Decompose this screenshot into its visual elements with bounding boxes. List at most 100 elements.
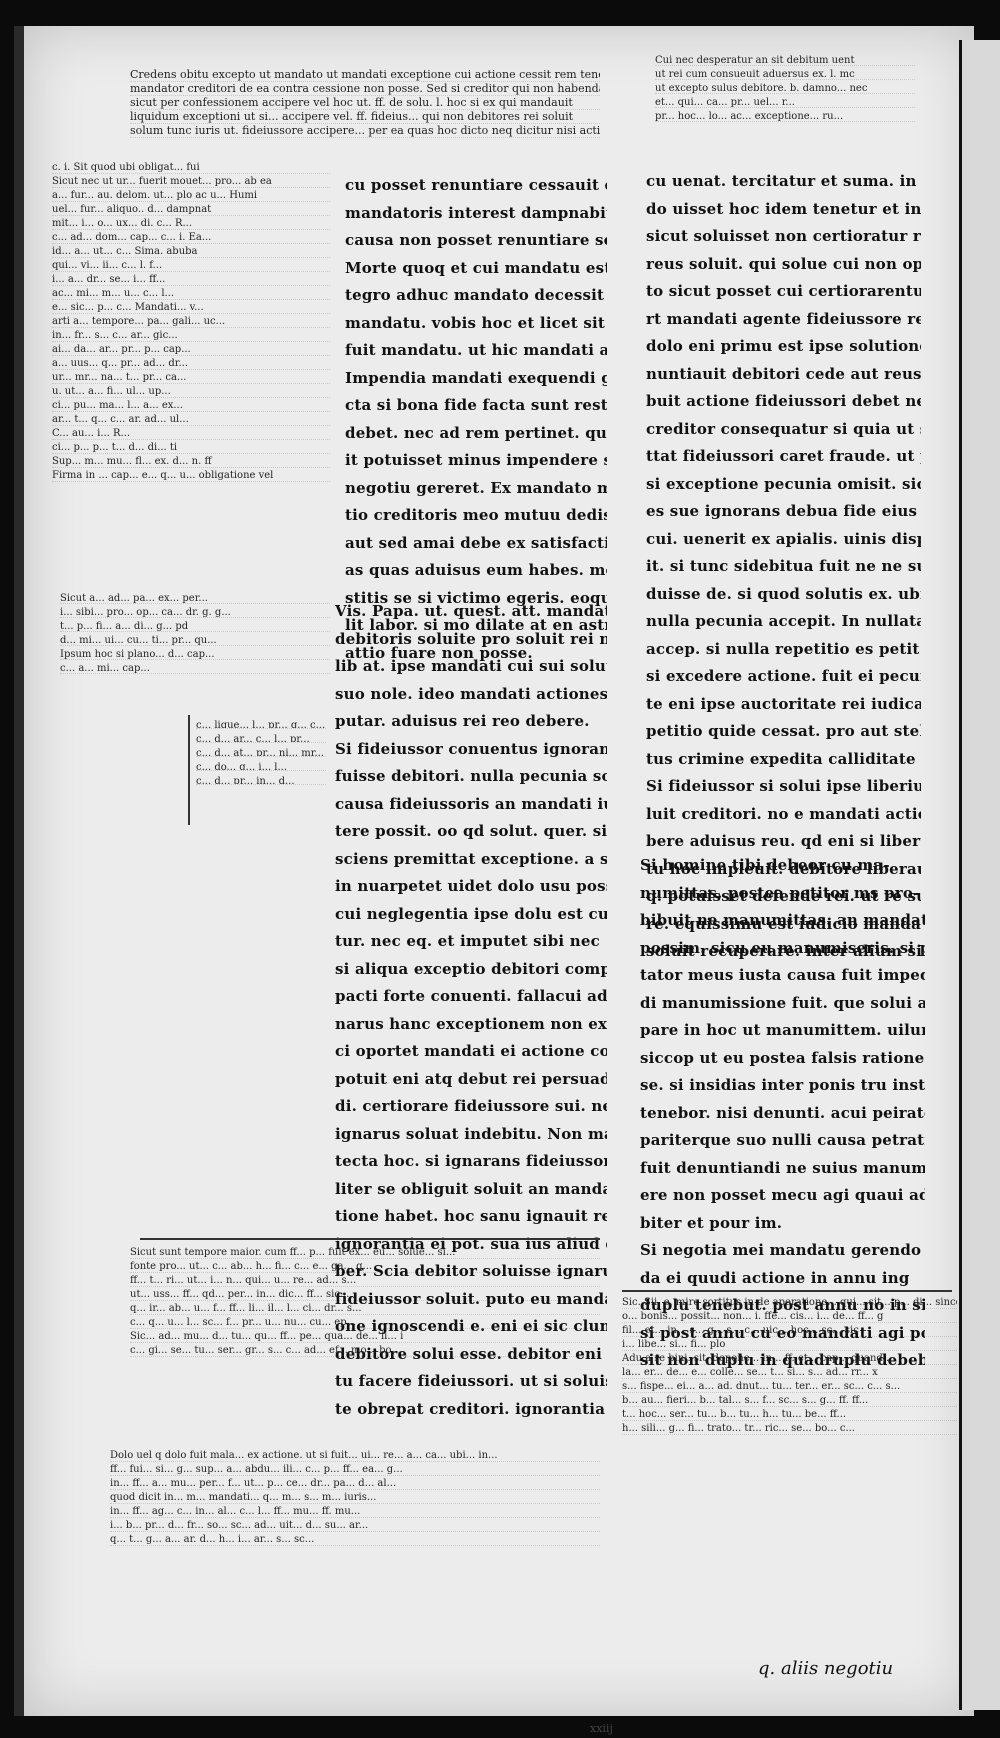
text-line: se. si insidias inter ponis tru institui… [640, 1076, 925, 1094]
gloss-line: Sic... ad... mu... d... tu... qu... ff..… [130, 1329, 600, 1343]
text-line: pare in hoc ut manumittem. uilun [640, 1021, 925, 1039]
text-line: re. equissimu est iudicio mandati eu q. [646, 914, 921, 933]
text-line: si post annu cu eo mandati agi pos- [640, 1323, 925, 1342]
text-line: buit actione fideiussori debet ne duplo [646, 392, 921, 410]
text-line: cu posset renuntiare cessauit quantu [345, 176, 607, 194]
text-line: fideiussor soluit. puto eu mandati acti- [335, 1289, 607, 1308]
text-line: cta si bona fide facta sunt restitui omn… [345, 396, 607, 414]
text-line: nulla pecunia accepit. In nullatam tim [646, 612, 921, 630]
gloss-line: c... gi... se... tu... ser... gr... s...… [130, 1343, 600, 1357]
gloss-line: h... sili... g... fi... trato... tr... r… [622, 1421, 957, 1435]
gloss-line: qui... vi... ii... c... l. f... [52, 258, 330, 272]
gloss-line: c... q... u... l... sc... f... pr... u..… [130, 1315, 600, 1329]
text-line: q. potuisset defende rei. ut re sus cred… [646, 887, 921, 905]
text-line: reus soluit. qui solue cui non oportebat… [646, 254, 921, 273]
gloss-line: arti a... tempore... pa... gali... uc... [52, 314, 330, 328]
text-line: luit creditori. no e mandati actione ha- [646, 804, 921, 823]
gloss-line: C... au... i... R... [52, 426, 330, 440]
gloss-line: liquidum exceptioni ut si... accipere ve… [130, 110, 600, 124]
bottom-right-gloss: Sic. Sii. e. mire sortitus in de aperati… [622, 1295, 957, 1455]
text-line: pacti forte conuenti. fallacui aditus fu… [335, 987, 607, 1005]
text-line: one ignoscendi e. eni ei sic clumnau [335, 1317, 607, 1335]
text-line: cu uenat. tercitatur et suma. in qua si [646, 172, 921, 190]
gloss-line: pr... hoc... lo... ac... exceptione... r… [655, 108, 915, 122]
text-line: possim. sicu eu manumiseris. si pu- [640, 938, 925, 957]
gloss-line: Sicut a... ad... pa... ex... per... [60, 590, 330, 604]
gloss-line: ar... t... q... c... ar. ad... ul... [52, 412, 330, 426]
text-line: sciens premittat exceptione. a solu. ut [335, 849, 607, 868]
text-line: ere non posset mecu agi quaui adu- [640, 1186, 925, 1204]
text-line: biter et pour im. [640, 1213, 783, 1232]
text-line: aut sed amai debe ex satisfactione eius [345, 533, 607, 552]
gloss-line: ai... da... ar... pr... p... cap... [52, 342, 330, 356]
main-text-column-a-2: Vis. Papa. ut. quest. att. mandato debit… [335, 598, 607, 1428]
text-line: Si fideiussor conuentus ignorans [335, 739, 607, 758]
text-line: numittas. postea petitor ms pro- [640, 883, 920, 902]
gloss-line: Sicut sunt tempore maior. cum ff... p...… [130, 1245, 600, 1259]
text-line: accep. si nulla repetitio es petit et ei… [646, 639, 921, 658]
text-line: sit non duplu in quadruplu debebit. Ma [640, 1351, 925, 1369]
gloss-line: a... fur... au. delom. ut... plo ac u...… [52, 188, 330, 202]
gloss-line: ci... p... p... t... d... di... ti [52, 440, 330, 454]
text-line: sicut soluisset non certioratur rei. si … [646, 227, 921, 245]
gloss-line: Sic. Sii. e. mire sortitus in de aperati… [622, 1297, 957, 1309]
text-line: tu facere fideiussori. ut si soluisse. n… [335, 1372, 607, 1390]
text-line: fuit mandatu. ut hic mandati actio est. [345, 341, 607, 359]
gloss-line: quod dicit in... m... mandati... q... m.… [110, 1490, 600, 1504]
gloss-line: sicut per confessionem accipere vel hoc … [130, 96, 600, 110]
text-line: to sicut posset cui certiorarentur fecit… [646, 282, 921, 300]
text-line: da ei quudi actione in annu ing [640, 1268, 910, 1287]
text-line: tione habet. hoc sanu ignauit recipi [335, 1207, 607, 1225]
text-line: Vis. Papa. ut. quest. att. mandato [335, 602, 607, 620]
gloss-line: fil... et... in... s... g... s... c... u… [622, 1323, 957, 1337]
text-line: duplu tenebut. post annu no in simplu. [640, 1296, 925, 1314]
gloss-line: i... sibi... pro... op... ca... dr. g. g… [60, 604, 330, 618]
text-line: attio fuare non posse. [345, 643, 533, 662]
gloss-line: c. i. Sit quod ubi obligat... fui [52, 160, 330, 174]
text-line: liter se obliguit soluit an mandati ac- [335, 1179, 607, 1198]
text-line: tenebor. nisi denunti. acui peiratoris [640, 1103, 925, 1122]
text-line: negotiu gereret. Ex mandato meo ti- [345, 478, 607, 497]
text-line: si excedere actione. fuit ei pecunia sol… [646, 667, 921, 685]
gloss-line: in... ff... ag... c... in... al... c... … [110, 1504, 600, 1518]
gloss-line: in... fr... s... c... ar... gic... [52, 328, 330, 342]
gloss-line: et... qui... ca... pr... uel... r... [655, 94, 915, 108]
gloss-line: ac... mi... m... u... c... l... [52, 286, 330, 300]
text-line: nuntiauit debitori cede aut reus ind- [646, 364, 921, 383]
text-line: petitio quide cessat. pro aut stellionu [646, 722, 921, 740]
text-line: suo nole. ideo mandati actiones [335, 684, 607, 703]
gloss-line: Cui nec desperatur an sit debitum uent [655, 52, 915, 66]
text-line: te eni ipse auctoritate rei iudicate re- [646, 694, 921, 713]
gloss-line: t... p... fi... a... di... g... pd [60, 618, 330, 632]
text-line: lib at. ipse mandati cui sui solutu [335, 657, 607, 675]
text-line: si exceptione pecunia omisit. sic dicer- [646, 474, 921, 493]
column-b-top-gloss: Cui nec desperatur an sit debitum uent u… [655, 52, 915, 162]
gloss-line: id... a... ut... c... Sima. abuba [52, 244, 330, 258]
text-line: do uisset hoc idem tenetur et in fideius… [646, 199, 921, 218]
text-line: as quas aduisus eum habes. medio per [345, 561, 607, 579]
gloss-line: q... t... g... a... ar. d... h... i... a… [110, 1532, 600, 1546]
gloss-line: solum tunc iuris ut. fideiussore acciper… [130, 124, 600, 138]
main-text-column-b: cu uenat. tercitatur et suma. in qua si … [646, 168, 921, 980]
gloss-line: Ipsum hoc si plano... d... cap... [60, 646, 330, 660]
gloss-line: Firma in ... cap... e... q... u... oblig… [52, 468, 330, 482]
gloss-line: c... do... g... i... l... [196, 757, 326, 771]
text-line: di. certiorare fideiussore sui. ne forte [335, 1097, 607, 1115]
gloss-line: c... lique... l... pr... q... c... l... [196, 715, 326, 729]
text-line: potuit eni atq debut rei persuadere [335, 1069, 607, 1088]
text-line: bibuit ne manumittas. an mandati agi [640, 911, 925, 929]
text-line: mandatoris interest dampnabiter sit aliq… [345, 203, 607, 222]
bottom-left-gloss: Sicut sunt tempore maior. cum ff... p...… [130, 1245, 600, 1375]
gloss-line: mandator creditori de ea contra cessione… [130, 82, 600, 96]
gloss-line: Sicut nec ut ur... fuerit mouet... pro..… [52, 174, 330, 188]
gloss-line: c... d... at... pr... ni... mr... [196, 743, 326, 757]
gloss-line: c... ad... dom... cap... c... i. Ea... [52, 230, 330, 244]
text-line: tator meus iusta causa fuit impedi- [640, 966, 925, 984]
text-line: mandatu. vobis hoc et licet sit secutus [345, 313, 607, 332]
gloss-line: e... sic... p... c... Mandati... v... [52, 300, 330, 314]
text-line: narus hanc exceptionem non exercebat. di… [335, 1014, 607, 1033]
text-line: causa fideiussoris an mandati iudicio pe… [335, 794, 607, 813]
gloss-line: c... d... ar... c... l... pr... [196, 729, 326, 743]
